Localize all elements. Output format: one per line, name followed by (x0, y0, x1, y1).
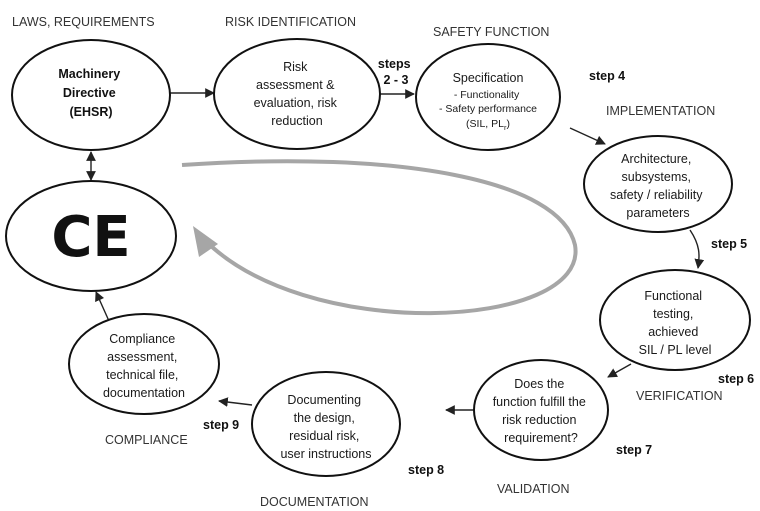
step-5-label: step 5 (711, 237, 747, 251)
step-7-label: step 7 (616, 443, 652, 457)
ce-mark-icon: CE (51, 205, 130, 270)
compliance-text: Compliance assessment, technical file, d… (103, 332, 185, 400)
node-risk-assessment (213, 38, 381, 150)
step-9-label: step 9 (203, 418, 239, 432)
node-functional-testing (599, 269, 751, 371)
phase-label-risk-identification: RISK IDENTIFICATION (225, 15, 356, 29)
architecture-text: Architecture, subsystems, safety / relia… (610, 152, 706, 220)
step-6-label: step 6 (718, 372, 754, 386)
specification-sil-pl: (SIL, PLr) (466, 118, 510, 132)
specification-details: - Functionality - Safety performance (439, 89, 537, 115)
risk-assessment-text: Risk assessment & evaluation, risk reduc… (254, 60, 341, 128)
step-8-label: step 8 (408, 463, 444, 477)
node-machinery-directive (11, 39, 171, 151)
node-ce-mark (5, 180, 177, 292)
documenting-text: Documenting the design, residual risk, u… (280, 393, 371, 461)
phase-label-laws: LAWS, REQUIREMENTS (12, 15, 155, 29)
phase-label-documentation: DOCUMENTATION (260, 495, 369, 509)
machinery-directive-text: Machinery Directive (EHSR) (58, 67, 123, 119)
validation-question-text: Does the function fulfill the risk reduc… (493, 377, 590, 445)
functional-testing-text: Functional testing, achieved SIL / PL le… (639, 289, 712, 357)
iteration-loop-arrowhead (193, 226, 218, 257)
phase-label-validation: VALIDATION (497, 482, 569, 496)
specification-title: Specification (453, 71, 524, 85)
node-validation-question (473, 359, 609, 461)
arrow-functional-to-validation (607, 363, 632, 378)
phase-label-implementation: IMPLEMENTATION (606, 104, 715, 118)
arrow-architecture-to-functional (689, 229, 705, 269)
step-4-label: step 4 (589, 69, 625, 83)
arrow-documenting-to-compliance (218, 397, 253, 407)
steps-2-3-label: steps 2 - 3 (378, 57, 414, 87)
phase-label-safety-function: SAFETY FUNCTION (433, 25, 549, 39)
node-architecture (583, 135, 733, 233)
iteration-loop-arrow (181, 159, 578, 316)
node-compliance (68, 313, 220, 415)
phase-label-verification: VERIFICATION (636, 389, 723, 403)
arrow-specification-to-architecture (569, 127, 606, 145)
node-documenting (251, 371, 401, 477)
node-specification (415, 43, 561, 151)
phase-label-compliance: COMPLIANCE (105, 433, 188, 447)
